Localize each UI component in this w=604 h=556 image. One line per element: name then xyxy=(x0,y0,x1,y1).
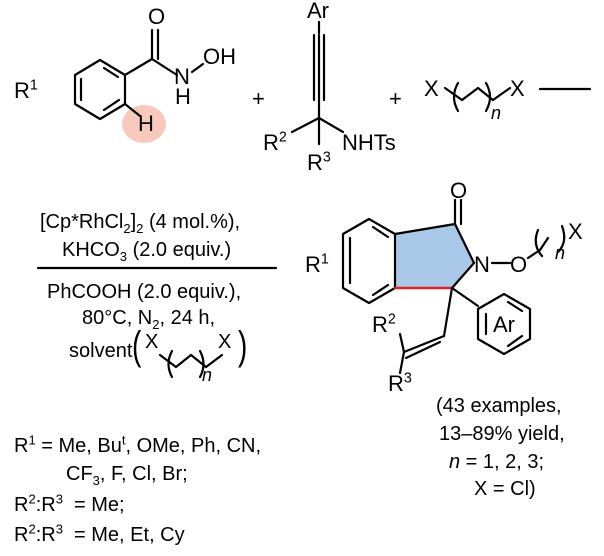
propargyl-nhts-label: NHTs xyxy=(342,130,396,155)
summary-n-values-rest: = 1, 2, 3; xyxy=(460,451,545,473)
product-r1-label: R1 xyxy=(305,251,329,277)
dihalide-n-subscript: n xyxy=(491,103,502,123)
solvent-close-paren: ) xyxy=(238,324,248,368)
product-ether-o: O xyxy=(510,252,528,277)
propargyl-bonds xyxy=(290,20,345,146)
plus-sign-1: + xyxy=(252,86,265,111)
condition-catalyst: [Cp*RhCl2]2 (4 mol.%), xyxy=(40,211,241,236)
condition-base: KHCO3 (2.0 equiv.) xyxy=(62,239,232,264)
solvent-x-right: X xyxy=(218,331,232,353)
product-lactam-ring xyxy=(393,198,566,290)
benzamide-oh: OH xyxy=(203,44,236,69)
benzamide-ring xyxy=(73,58,127,121)
summary-n-italic: n xyxy=(449,451,461,473)
product-r2-label: R2 xyxy=(372,311,396,337)
condition-solvent-label: solvent xyxy=(69,340,133,362)
product-r3-label: R3 xyxy=(388,370,412,396)
product-benzo-ring xyxy=(341,217,397,305)
condition-temperature-atmosphere-time: 80°C, N2, 24 h, xyxy=(82,307,216,332)
r2r3-definition-line1: R2:R3 = Me; xyxy=(14,491,125,516)
propargyl-r3-label: R3 xyxy=(307,149,331,175)
product-n: N xyxy=(474,252,490,277)
reaction-arrows xyxy=(36,87,592,270)
summary-examples: (43 examples, xyxy=(436,395,562,417)
r1-definition-line1: R1 = Me, But, OMe, Ph, CN, xyxy=(14,432,262,457)
product-ring-highlight xyxy=(395,224,474,288)
solvent-open-paren: ( xyxy=(132,324,142,368)
benzamide-bonds xyxy=(123,28,205,118)
summary-x: X = Cl) xyxy=(474,478,536,500)
condition-additive: PhCOOH (2.0 equiv.), xyxy=(47,281,242,303)
product-chain-n: n xyxy=(555,243,566,263)
benzamide-nh-h: H xyxy=(175,84,191,109)
dihalide-x-right: X xyxy=(510,76,525,101)
product-carbonyl-o: O xyxy=(450,178,468,203)
ortho-h-label: H xyxy=(138,111,154,136)
summary-n-values: n = 1, 2, 3; xyxy=(449,452,544,472)
solvent-n-subscript: n xyxy=(202,365,213,385)
benzamide-carbonyl-o: O xyxy=(148,4,166,29)
propargyl-ar-label: Ar xyxy=(307,0,329,23)
r1-definition-line2: CF3, F, Cl, Br; xyxy=(66,463,188,488)
propargyl-r2-label: R2 xyxy=(263,129,287,155)
solvent-chain xyxy=(158,349,224,379)
dihalide-chain xyxy=(443,81,512,113)
r2r3-definition-line2: R2:R3 = Me, Et, Cy xyxy=(14,521,185,546)
plus-sign-2: + xyxy=(389,86,402,111)
benzamide-n: N xyxy=(174,64,190,89)
dihalide-x-left: X xyxy=(424,76,439,101)
product-x-label: X xyxy=(568,219,583,244)
summary-yield: 13–89% yield, xyxy=(439,423,565,445)
vinyl-bonds xyxy=(398,286,454,375)
product-ar-label: Ar xyxy=(493,312,515,337)
benzamide-r1-label: R1 xyxy=(14,77,38,103)
ortho-ch-highlight xyxy=(122,105,166,143)
solvent-x-left: X xyxy=(145,331,159,353)
aryl-ring xyxy=(450,286,532,356)
